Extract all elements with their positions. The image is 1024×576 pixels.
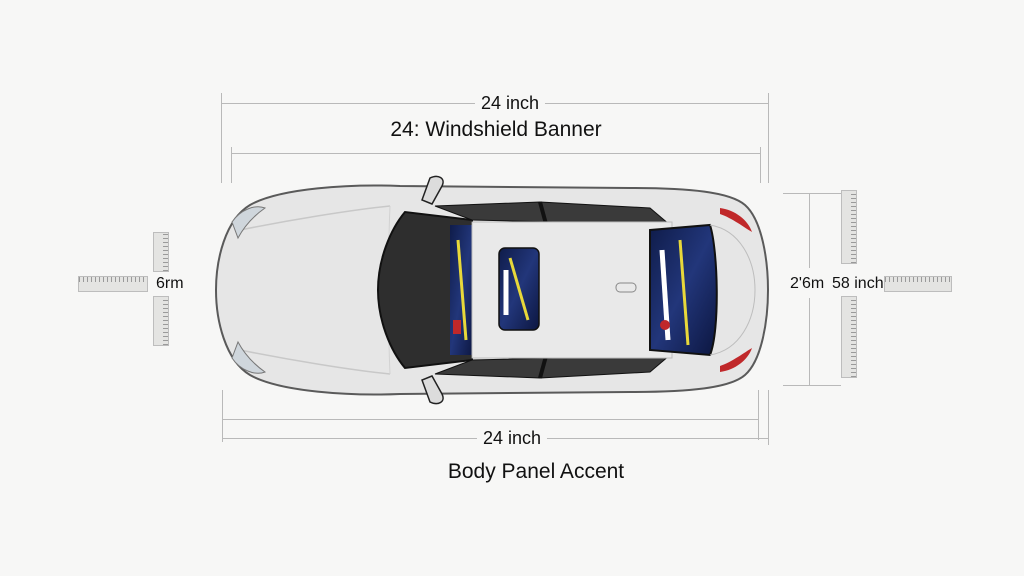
top-title: 24: Windshield Banner bbox=[390, 118, 602, 141]
bottom-left-extension bbox=[222, 390, 223, 442]
left-dimension-label: 6rm bbox=[156, 275, 184, 292]
car-top-view bbox=[214, 175, 770, 405]
top-outer-left-extension bbox=[221, 93, 222, 183]
top-inner-right-extension bbox=[760, 147, 761, 183]
left-ruler-horizontal bbox=[78, 276, 148, 292]
right-vertical-dimension-line bbox=[809, 193, 810, 268]
bottom-right-extension-b bbox=[768, 390, 769, 445]
bottom-outer-dimension-label: 24 inch bbox=[476, 428, 548, 449]
bottom-title: Body Panel Accent bbox=[447, 460, 625, 483]
mirror-bottom bbox=[421, 375, 444, 405]
top-outer-right-extension bbox=[768, 93, 769, 183]
side-window-top bbox=[434, 201, 672, 226]
headlight-left bbox=[231, 206, 267, 240]
top-inner-dimension-line bbox=[231, 153, 761, 154]
windshield bbox=[376, 210, 473, 370]
bottom-right-extension-a bbox=[758, 390, 759, 440]
right-top-extension bbox=[783, 193, 841, 194]
left-ruler-upper bbox=[153, 232, 169, 272]
right-ruler-upper bbox=[841, 190, 857, 264]
top-inner-left-extension bbox=[231, 147, 232, 183]
top-outer-dimension-label: 24 inch bbox=[474, 93, 546, 114]
right-ruler-horizontal bbox=[884, 276, 952, 292]
tail-light-top bbox=[720, 208, 752, 232]
right-dimension-label-b: 58 inch bbox=[832, 275, 884, 292]
right-bottom-extension bbox=[783, 385, 841, 386]
right-dimension-label-a: 2'6m bbox=[790, 275, 825, 292]
left-ruler-lower bbox=[153, 296, 169, 346]
mirror-top bbox=[421, 175, 444, 205]
tail-light-bottom bbox=[720, 348, 752, 372]
headlight-right bbox=[231, 340, 267, 374]
right-vertical-dimension-line-lower bbox=[809, 298, 810, 385]
right-ruler-lower bbox=[841, 296, 857, 378]
bottom-inner-dimension-line bbox=[222, 419, 758, 420]
side-window-bottom bbox=[434, 354, 672, 379]
